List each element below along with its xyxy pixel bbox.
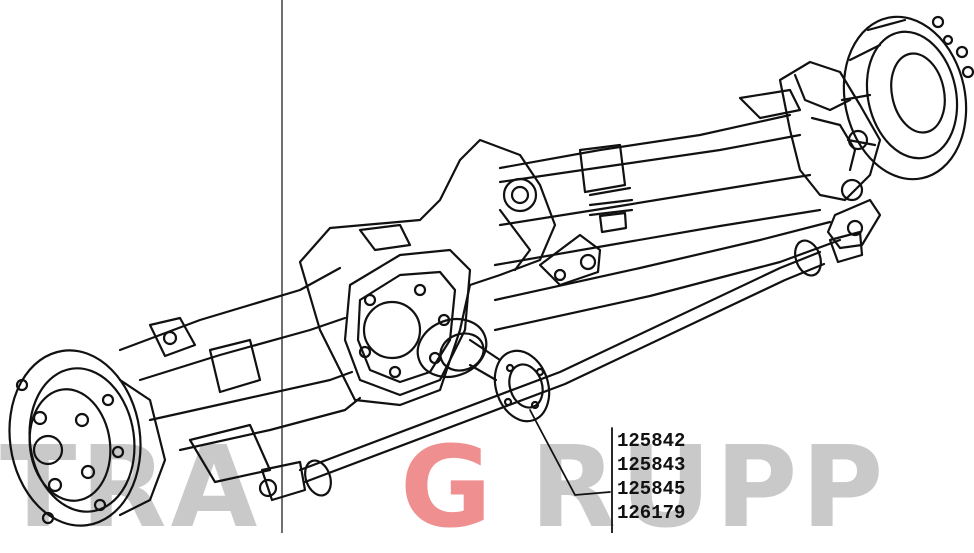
right-wheel-hub xyxy=(840,15,974,181)
watermark-text-accent: G xyxy=(400,423,496,553)
part-number-1: 125842 xyxy=(617,430,686,452)
part-number-2: 125843 xyxy=(617,454,686,476)
part-number-3: 125845 xyxy=(617,478,686,500)
left-axle-arm xyxy=(118,266,362,484)
axle-line-drawing xyxy=(8,0,974,533)
tie-rod xyxy=(258,230,864,502)
right-steering-knuckle xyxy=(778,60,882,250)
left-wheel-hub xyxy=(8,349,167,527)
part-number-4: 126179 xyxy=(617,502,686,524)
watermark-text-left: TRA xyxy=(0,423,262,553)
part-callout-leader xyxy=(529,409,613,533)
differential-housing xyxy=(298,138,602,407)
watermark-text-right: RUPP xyxy=(530,423,888,553)
